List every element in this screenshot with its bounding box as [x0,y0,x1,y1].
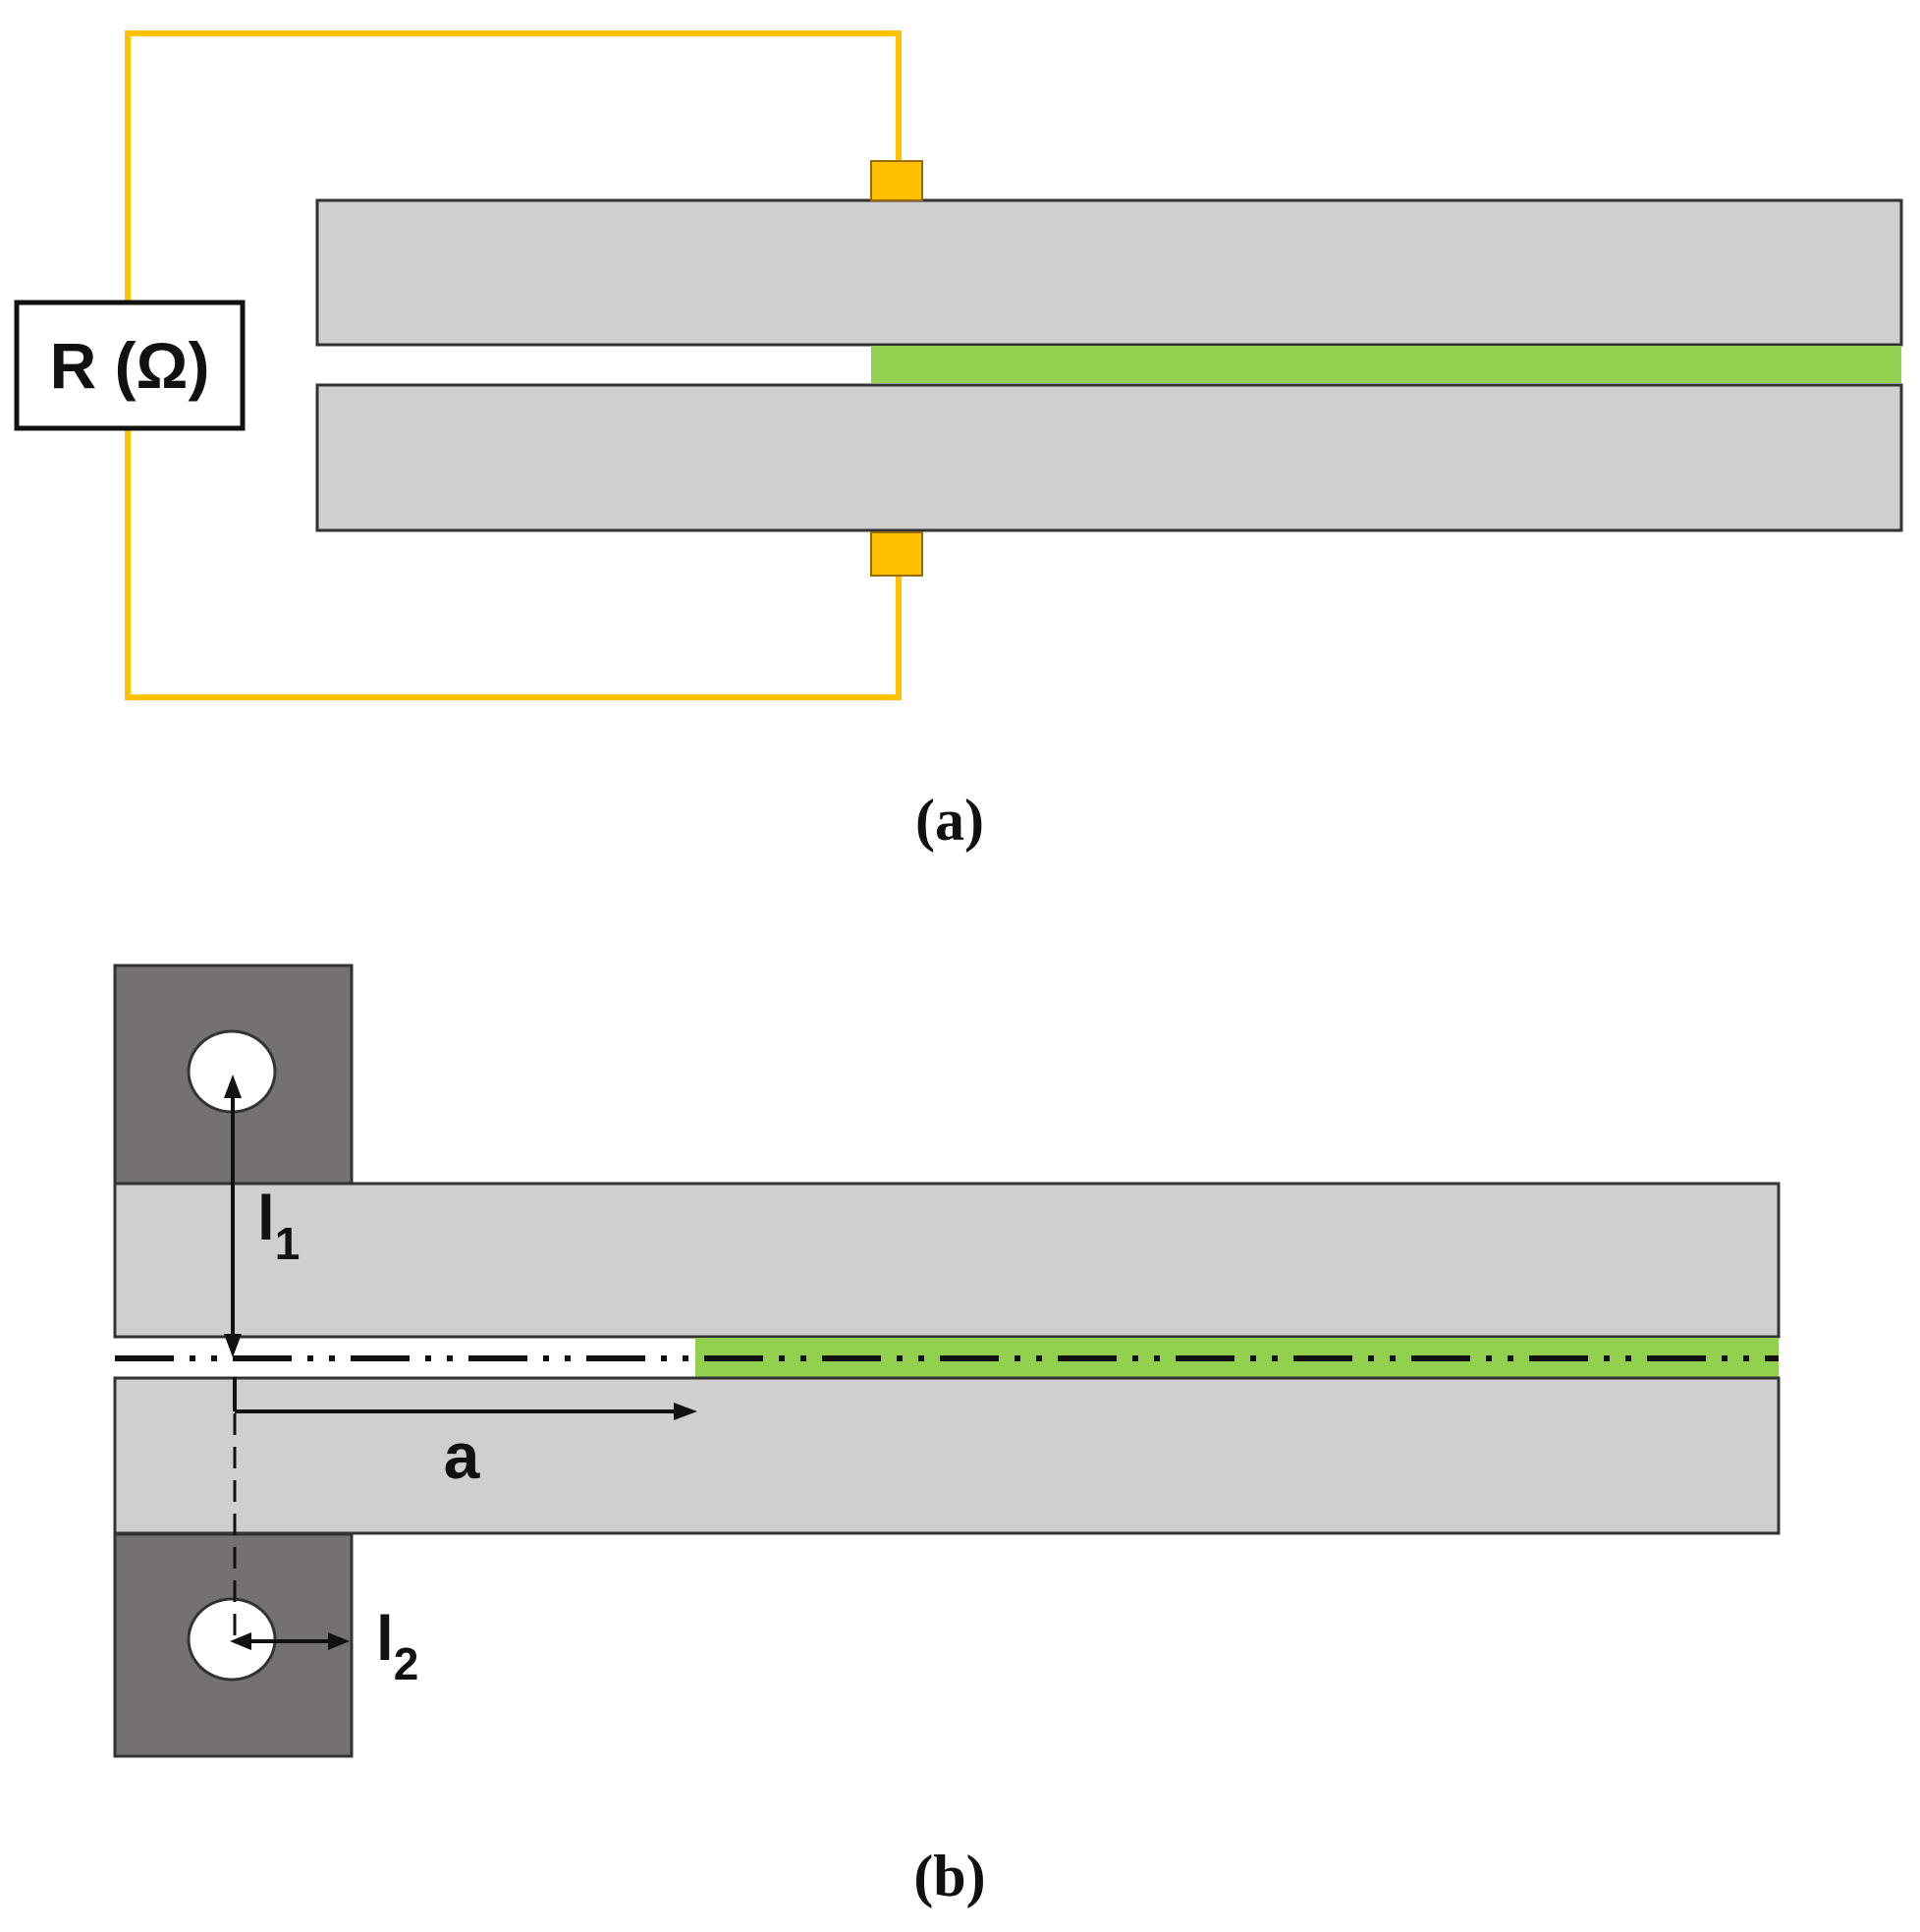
label-l2: l2 [376,1603,418,1689]
a-dimension-arrow [233,1377,697,1420]
lower-beam [315,383,1903,532]
top-electrode [870,160,923,201]
label-l1: l1 [257,1183,300,1269]
panel-b: l1 a l2 (b) [113,964,1781,1908]
ohmmeter-label: R (Ω) [50,329,210,402]
caption-b: (b) [913,1844,985,1908]
caption-a: (a) [915,788,984,853]
wire-bottom [125,428,902,700]
wire-top [125,30,902,301]
l2-dimension-arrow [230,1632,350,1650]
bottom-electrode [870,531,923,577]
lower-beam-b [113,1376,1781,1535]
label-a: a [444,1419,481,1492]
upper-beam [315,198,1903,347]
upper-beam-b [113,1182,1781,1339]
panel-a: R (Ω) (a) [14,30,1903,853]
l1-dimension-arrow [224,1075,242,1357]
ohmmeter-box [14,300,246,431]
adhesive-layer [871,346,1901,383]
